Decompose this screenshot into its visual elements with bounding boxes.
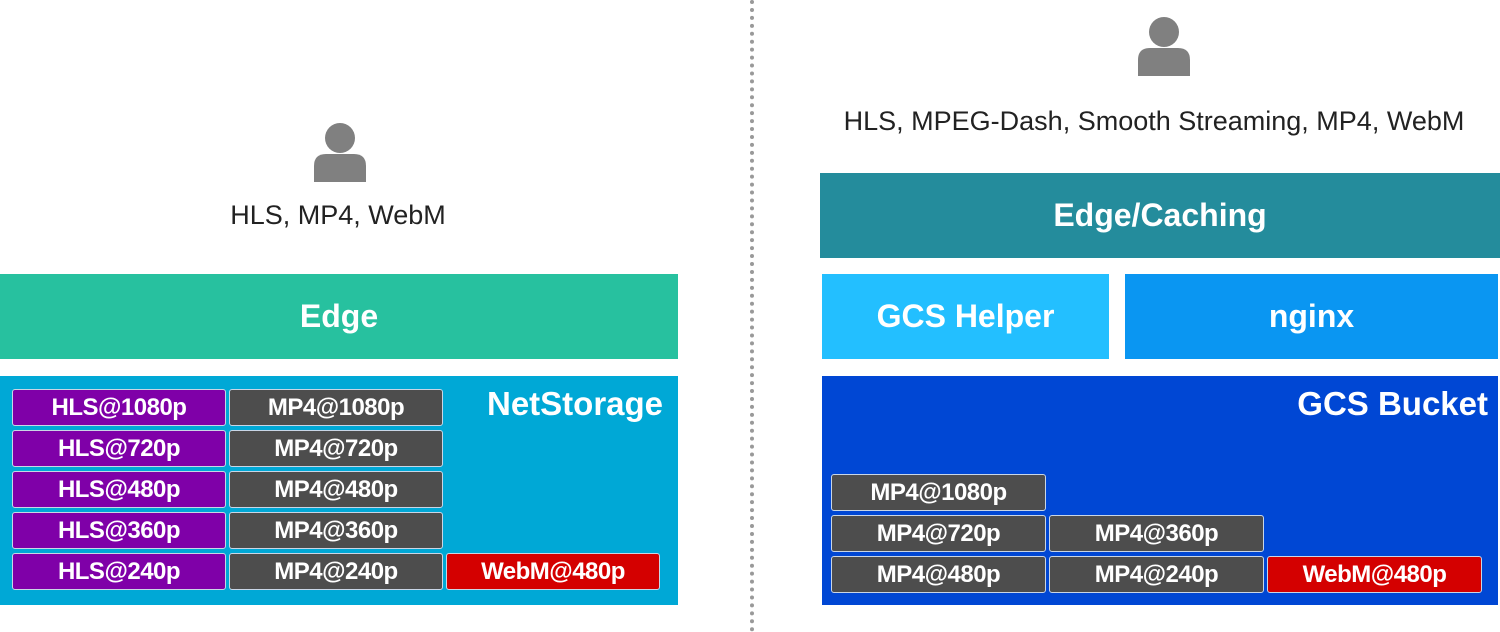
rendition-mp4-1080p: MP4@1080p	[831, 474, 1046, 511]
rendition-webm-480p: WebM@480p	[1267, 556, 1482, 593]
netstorage-label: NetStorage	[487, 385, 664, 422]
rendition-mp4-360p: MP4@360p	[1049, 515, 1264, 552]
nginx-layer: nginx	[1125, 274, 1498, 359]
right-protocols: HLS, MPEG-Dash, Smooth Streaming, MP4, W…	[843, 106, 1465, 136]
gcs-helper-layer: GCS Helper	[822, 274, 1109, 359]
person-icon	[314, 123, 366, 182]
rendition-hls-240p: HLS@240p	[12, 553, 226, 590]
left-protocols: HLS, MP4, WebM	[230, 200, 446, 230]
rendition-mp4-240p: MP4@240p	[229, 553, 443, 590]
rendition-mp4-720p: MP4@720p	[831, 515, 1046, 552]
rendition-webm-480p: WebM@480p	[446, 553, 660, 590]
edge-caching-layer: Edge/Caching	[820, 173, 1500, 258]
rendition-hls-480p: HLS@480p	[12, 471, 226, 508]
rendition-hls-1080p: HLS@1080p	[12, 389, 226, 426]
rendition-hls-720p: HLS@720p	[12, 430, 226, 467]
rendition-mp4-360p: MP4@360p	[229, 512, 443, 549]
rendition-hls-360p: HLS@360p	[12, 512, 226, 549]
rendition-mp4-1080p: MP4@1080p	[229, 389, 443, 426]
rendition-mp4-480p: MP4@480p	[229, 471, 443, 508]
person-icon	[1138, 17, 1190, 76]
rendition-mp4-240p: MP4@240p	[1049, 556, 1264, 593]
rendition-mp4-480p: MP4@480p	[831, 556, 1046, 593]
rendition-mp4-720p: MP4@720p	[229, 430, 443, 467]
gcs-bucket-label: GCS Bucket	[1297, 385, 1488, 422]
edge-layer: Edge	[0, 274, 678, 359]
divider	[750, 0, 754, 632]
